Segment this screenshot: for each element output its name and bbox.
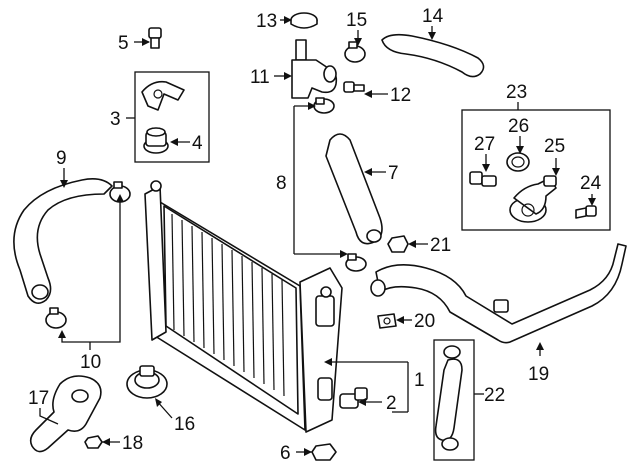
sensor-27 — [469, 171, 497, 187]
callout-20: 20 — [414, 311, 435, 332]
leader-lines — [39, 16, 596, 456]
bypass-hose — [434, 345, 463, 451]
callout-27: 27 — [474, 134, 495, 155]
water-pipe — [370, 243, 627, 344]
gasket-20 — [377, 313, 397, 329]
radiator — [144, 180, 343, 433]
callout-25: 25 — [544, 136, 565, 157]
callout-15: 15 — [346, 10, 367, 31]
callout-10: 10 — [80, 352, 101, 373]
hose-14 — [381, 33, 485, 78]
clamp-8-upper — [313, 97, 335, 114]
bolt-24 — [575, 205, 597, 219]
callout-6: 6 — [280, 443, 291, 464]
group-box-22 — [433, 339, 475, 461]
water-outlet — [291, 39, 338, 99]
water-inlet-25 — [509, 175, 557, 223]
clamp-10-lower — [45, 307, 67, 329]
callout-19: 19 — [528, 364, 549, 385]
callout-12: 12 — [390, 85, 411, 106]
callout-3: 3 — [110, 109, 121, 130]
callout-23: 23 — [506, 82, 527, 103]
callout-9: 9 — [56, 148, 67, 169]
callout-18: 18 — [122, 433, 143, 454]
callout-14: 14 — [422, 6, 444, 27]
clamp-8-lower — [345, 253, 367, 272]
callout-1: 1 — [414, 370, 425, 391]
thermostat-housing — [29, 375, 102, 453]
drain-plug — [339, 387, 368, 409]
callout-17: 17 — [28, 388, 49, 409]
callout-26: 26 — [508, 116, 529, 137]
mount-bracket — [141, 80, 185, 111]
callout-4: 4 — [192, 133, 203, 154]
clamp-15 — [344, 41, 366, 63]
callout-7: 7 — [388, 163, 399, 184]
callout-24: 24 — [580, 173, 602, 194]
group-box-3 — [134, 71, 210, 163]
bolt-5 — [148, 27, 162, 49]
nut-6 — [311, 443, 337, 461]
callout-13: 13 — [256, 11, 277, 32]
group-box-23 — [461, 109, 611, 231]
thermostat — [126, 365, 168, 399]
callout-11: 11 — [250, 67, 270, 88]
callout-labels: 1 2 3 4 5 6 7 8 9 10 11 12 13 14 15 16 1… — [28, 6, 602, 464]
callout-22: 22 — [484, 385, 505, 406]
insulator — [143, 127, 169, 154]
nut-18 — [84, 435, 103, 449]
bolt-12 — [343, 81, 365, 93]
callout-2: 2 — [386, 393, 397, 414]
o-ring-26 — [506, 152, 530, 172]
callout-21: 21 — [430, 235, 451, 256]
cap-13 — [290, 12, 318, 29]
callout-5: 5 — [118, 33, 129, 54]
callout-16: 16 — [174, 414, 195, 435]
hose-7 — [325, 133, 383, 245]
nut-21 — [387, 235, 409, 253]
callout-8: 8 — [276, 173, 287, 194]
hose-9 — [13, 178, 113, 304]
